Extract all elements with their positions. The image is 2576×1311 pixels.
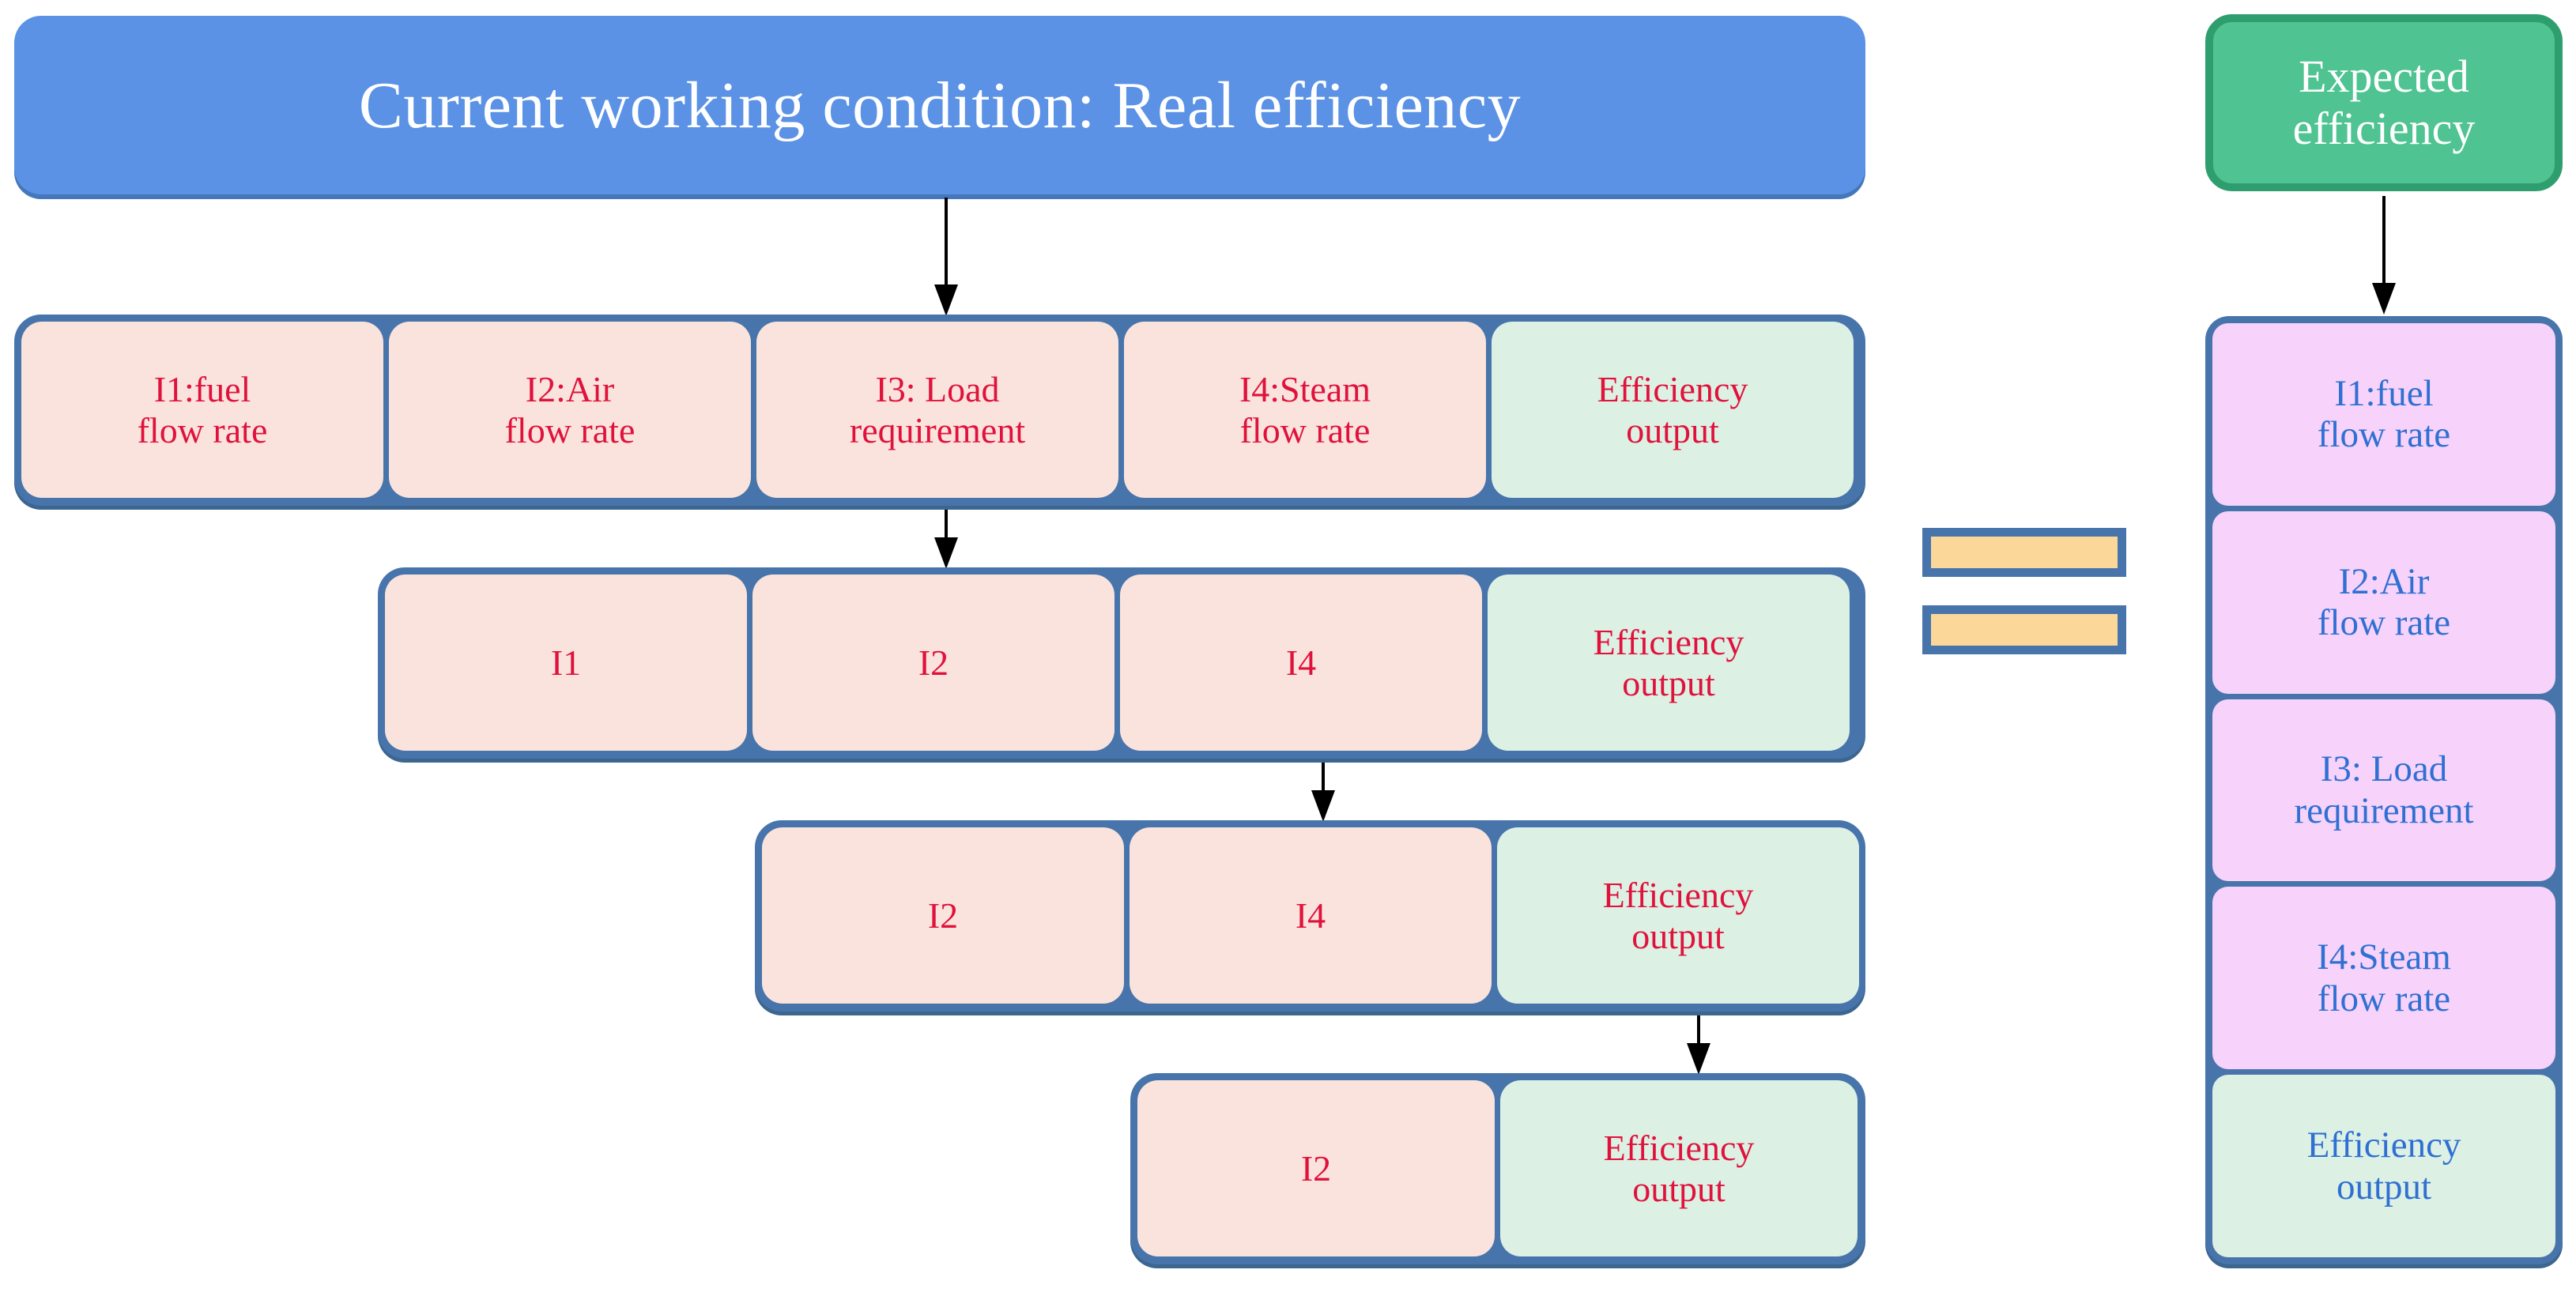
cell-line2: flow rate [2317, 414, 2451, 456]
efficiency-output-cell[interactable]: Efficiency output [1497, 827, 1859, 1004]
arrow-head [1311, 790, 1335, 822]
cell-line2: output [1622, 662, 1715, 703]
cell-line1: I2 [927, 895, 959, 936]
cell-line1: Efficiency [1602, 874, 1754, 915]
cell-line1: Efficiency [1603, 1127, 1755, 1168]
expected-efficiency-line2: efficiency [2292, 103, 2476, 154]
arrow-head [1687, 1043, 1710, 1075]
page-title: Current working condition: Real efficien… [14, 16, 1865, 194]
flow-cell[interactable]: I4:Steam flow rate [1124, 322, 1486, 498]
flow-cell[interactable]: I1:fuel flow rate [21, 322, 383, 498]
stack-item[interactable]: I4:Steam flow rate [2212, 887, 2555, 1070]
cell-line1: I2 [1300, 1147, 1332, 1189]
cell-line1: I4:Steam [1239, 368, 1371, 409]
stack-item[interactable]: I2:Air flow rate [2212, 510, 2555, 694]
flow-cell[interactable]: I1 [385, 575, 747, 751]
equals-bar-top [1922, 528, 2126, 577]
flow-row-2: I1 I2 I4 Efficiency output [378, 567, 1865, 759]
cell-line2: requirement [849, 409, 1026, 450]
arrow-row2-to-row3 [1311, 759, 1335, 822]
arrow-shaft [945, 198, 948, 286]
flow-row-3: I2 I4 Efficiency output [755, 820, 1865, 1012]
expected-efficiency-stack: I1:fuel flow rate I2:Air flow rate I3: L… [2205, 316, 2563, 1264]
flow-cell[interactable]: I2:Air flow rate [389, 322, 751, 498]
cell-line2: output [2336, 1166, 2432, 1207]
arrow-shaft [1322, 759, 1325, 792]
cell-line1: I1 [550, 642, 582, 683]
flow-cell[interactable]: I2 [1137, 1080, 1495, 1256]
efficiency-output-cell[interactable]: Efficiency output [1500, 1080, 1858, 1256]
cell-line1: Efficiency [1593, 621, 1744, 662]
flow-row-1: I1:fuel flow rate I2:Air flow rate I3: L… [14, 315, 1865, 506]
cell-line2: output [1631, 915, 1725, 956]
arrow-shaft [945, 506, 948, 539]
cell-line2: requirement [2294, 789, 2474, 831]
cell-line2: flow rate [137, 409, 268, 450]
cell-line1: I3: Load [2320, 748, 2448, 790]
flow-cell[interactable]: I4 [1120, 575, 1482, 751]
cell-line1: Efficiency [2306, 1124, 2461, 1166]
equals-sign-icon [1922, 528, 2126, 654]
arrow-head [934, 537, 958, 569]
cell-line1: I2 [918, 642, 949, 683]
cell-line1: I1:fuel [153, 368, 251, 409]
expected-efficiency-box: Expected efficiency [2205, 14, 2563, 191]
cell-line1: I4 [1295, 895, 1326, 936]
arrow-head [934, 284, 958, 316]
efficiency-output-cell[interactable]: Efficiency output [1488, 575, 1850, 751]
arrow-shaft [1697, 1012, 1700, 1045]
cell-line2: flow rate [2317, 602, 2451, 644]
cell-line2: flow rate [504, 409, 636, 450]
cell-line1: I3: Load [875, 368, 1000, 409]
arrow-expected-to-stack [2372, 196, 2396, 315]
cell-line1: I2:Air [525, 368, 615, 409]
efficiency-output-cell[interactable]: Efficiency output [1492, 322, 1854, 498]
cell-line1: I4:Steam [2317, 936, 2451, 978]
cell-line2: output [1626, 409, 1719, 450]
flow-cell[interactable]: I2 [762, 827, 1124, 1004]
cell-line2: output [1632, 1168, 1726, 1209]
cell-line1: I2:Air [2338, 560, 2430, 602]
cell-line2: flow rate [2317, 978, 2451, 1019]
cell-line1: I4 [1285, 642, 1317, 683]
equals-bar-bottom [1922, 605, 2126, 654]
arrow-shaft [2382, 196, 2386, 284]
arrow-row1-to-row2 [934, 506, 958, 569]
cell-line2: flow rate [1239, 409, 1371, 450]
header-title-text: Current working condition: Real efficien… [358, 68, 1522, 142]
flow-cell[interactable]: I2 [752, 575, 1115, 751]
arrow-header-to-row1 [934, 198, 958, 316]
cell-line1: I1:fuel [2334, 372, 2434, 414]
stack-item-efficiency-output[interactable]: Efficiency output [2212, 1075, 2555, 1257]
flow-row-4: I2 Efficiency output [1130, 1073, 1865, 1264]
flow-cell[interactable]: I4 [1130, 827, 1492, 1004]
stack-item[interactable]: I3: Load requirement [2212, 699, 2555, 882]
stack-item[interactable]: I1:fuel flow rate [2212, 323, 2555, 506]
cell-line1: Efficiency [1597, 368, 1748, 409]
arrow-head [2372, 283, 2396, 315]
arrow-row3-to-row4 [1687, 1012, 1710, 1075]
expected-efficiency-line1: Expected [2299, 50, 2469, 102]
flow-cell[interactable]: I3: Load requirement [756, 322, 1118, 498]
